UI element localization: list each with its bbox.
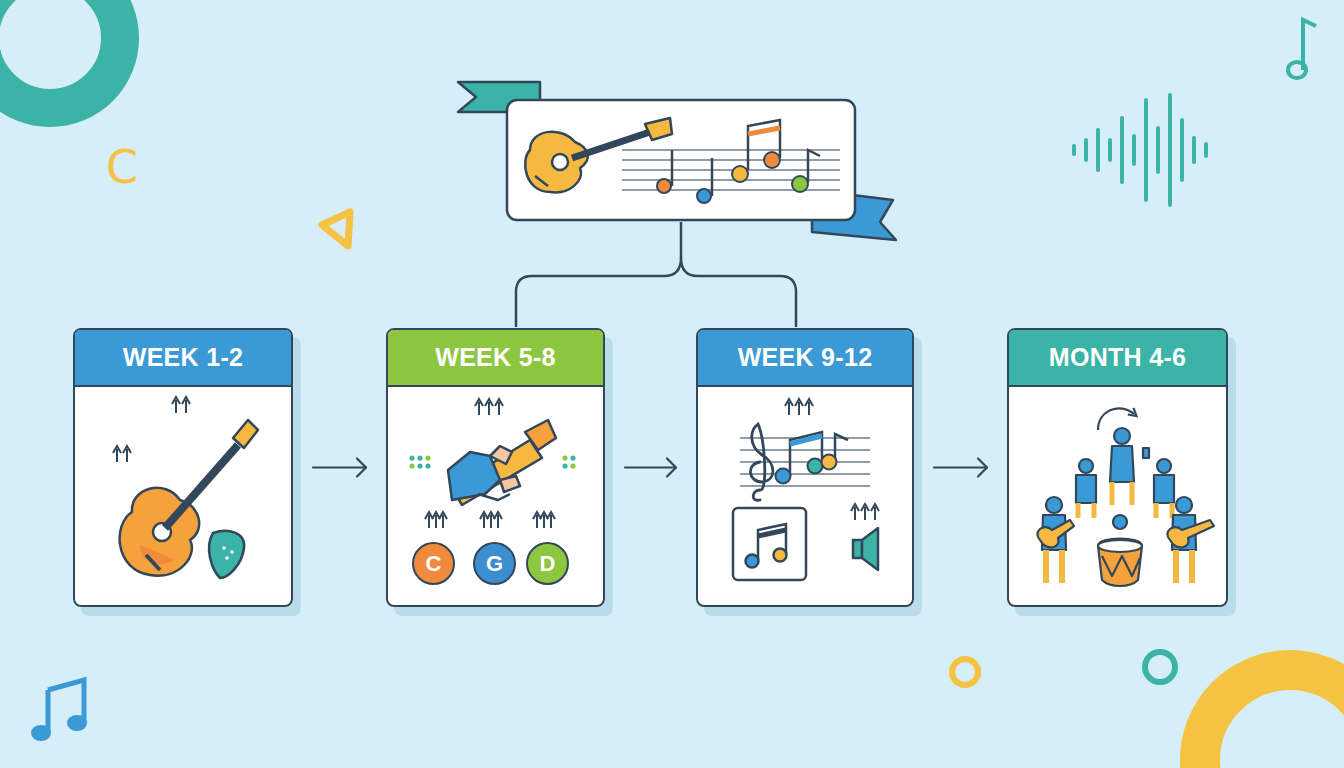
stage-header: WEEK 9-12: [698, 330, 912, 387]
deco-ring: [0, 0, 120, 108]
stage-card: WEEK 1-2: [73, 328, 293, 607]
stage-title: MONTH 4-6: [1049, 343, 1186, 372]
banner-box: [507, 100, 855, 220]
staff-notes: [740, 424, 870, 500]
banner-ribbon: [458, 82, 896, 240]
chord-circle: D: [526, 542, 569, 585]
deco-dot: [1145, 652, 1175, 682]
music-note: [1288, 20, 1316, 78]
deco-dot: [952, 659, 978, 685]
chord-circle: C: [412, 542, 455, 585]
stage-card: WEEK 9-12: [696, 328, 914, 607]
up-arrows: [117, 400, 186, 462]
chord-name: G: [486, 551, 503, 577]
dots: [409, 455, 575, 468]
up-arrows: [429, 402, 551, 528]
flow-arrow: [313, 459, 366, 477]
up-arrows: [789, 402, 875, 520]
chord-name: D: [540, 551, 556, 577]
note-icon: [733, 508, 806, 580]
stage-card: WEEK 5-8C G D: [386, 328, 605, 607]
deco-triangle: [322, 212, 350, 246]
stage-title: WEEK 9-12: [738, 343, 873, 372]
banner-staff: [622, 120, 840, 203]
stage-header: MONTH 4-6: [1009, 330, 1226, 387]
deco-ring: [1200, 670, 1344, 768]
stage-title: WEEK 1-2: [123, 343, 243, 372]
stage-header: WEEK 1-2: [75, 330, 291, 387]
speaker-icon: [853, 528, 878, 570]
guitar-icon: [120, 420, 258, 578]
chord-circle: G: [473, 542, 516, 585]
banner-guitar: [525, 118, 672, 192]
decor-letter: C: [106, 140, 138, 194]
sound-wave: [1074, 95, 1206, 205]
bracket-line: [516, 222, 796, 327]
music-note: [31, 680, 87, 741]
card-ground: [73, 328, 1236, 616]
flow-arrow: [625, 459, 676, 477]
band-icon: [1037, 408, 1214, 586]
flow-arrow: [934, 459, 987, 477]
chord-name: C: [426, 551, 442, 577]
stage-header: WEEK 5-8: [388, 330, 603, 387]
stage-card: MONTH 4-6: [1007, 328, 1228, 607]
hand-on-neck: [448, 420, 556, 505]
stage-title: WEEK 5-8: [435, 343, 555, 372]
